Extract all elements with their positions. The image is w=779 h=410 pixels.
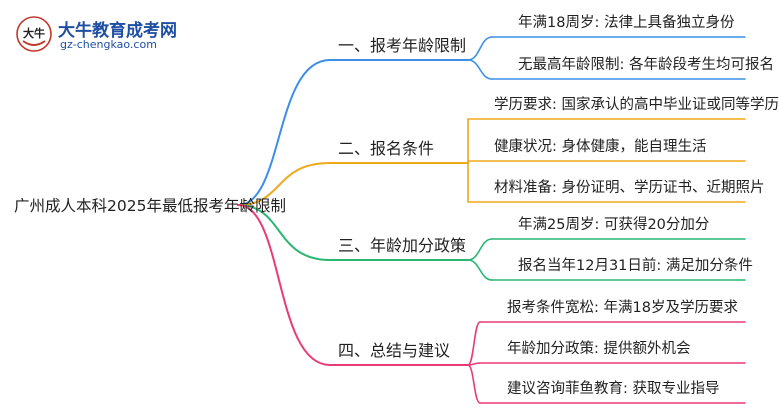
branch-1-title: 一、报考年龄限制 <box>338 36 467 55</box>
branch-3-item-1-connector <box>467 238 493 261</box>
branch-3-item-1: 年满25周岁: 可获得20分加分 <box>518 217 710 233</box>
branch-1-connector <box>237 59 331 206</box>
branch-4-item-1: 报考条件宽松: 年满18岁及学历要求 <box>507 300 738 316</box>
branch-2-title: 二、报名条件 <box>338 139 435 158</box>
branch-2-item-1: 学历要求: 国家承认的高中毕业证或同等学历 <box>494 97 779 113</box>
branch-2-connector <box>237 162 331 206</box>
branch-1-item-2-connector <box>467 59 493 80</box>
branch-2-item-2: 健康状况: 身体健康，能自理生活 <box>494 139 707 155</box>
logo-mark-icon: 大牛 <box>16 16 52 52</box>
branch-4-item-3-connector <box>467 364 481 404</box>
branch-4-connector <box>237 204 331 366</box>
branch-1-item-2: 无最高年龄限制: 各年龄段考生均可报名 <box>518 57 774 73</box>
site-logo: 大牛 大牛教育成考网 gz-chengkao.com <box>14 14 214 54</box>
branch-4-title: 四、总结与建议 <box>338 341 451 360</box>
branch-4-item-2: 年龄加分政策: 提供额外机会 <box>507 341 691 357</box>
branch-4-item-3: 建议咨询菲鱼教育: 获取专业指导 <box>507 381 720 397</box>
branch-3-title: 三、年龄加分政策 <box>338 236 467 255</box>
branch-2-item-3: 材料准备: 身份证明、学历证书、近期照片 <box>494 180 765 196</box>
branch-3-item-2-connector <box>467 259 493 281</box>
logo-site-name: 大牛教育成考网 <box>58 21 177 41</box>
logo-site-url: gz-chengkao.com <box>60 38 157 51</box>
logo-mark-text: 大牛 <box>23 26 45 40</box>
root-topic: 广州成人本科2025年最低报考年龄限制 <box>14 197 286 215</box>
branch-3-item-2: 报名当年12月31日前: 满足加分条件 <box>518 258 753 274</box>
branch-3-connector <box>237 204 331 261</box>
branch-1-item-1: 年满18周岁: 法律上具备独立身份 <box>518 15 735 31</box>
branch-4-item-1-connector <box>467 321 481 366</box>
branch-1-item-1-connector <box>467 36 493 61</box>
mind-map-canvas <box>237 36 746 404</box>
